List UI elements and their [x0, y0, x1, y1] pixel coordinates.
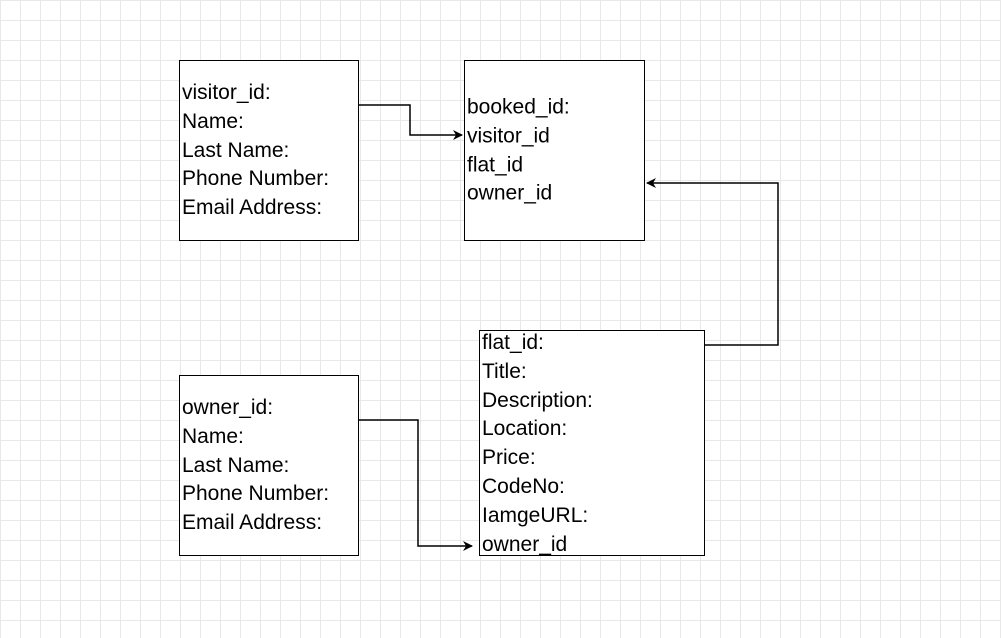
entity-field: Phone Number:	[182, 482, 330, 506]
entity-field: owner_id:	[182, 396, 274, 420]
booking-field-list: booked_id: visitor_id flat_id owner_id	[467, 93, 570, 208]
entity-field: owner_id	[482, 532, 568, 556]
visitor-to-booking-connector[interactable]	[359, 104, 463, 140]
owner-entity-box[interactable]: owner_id: Name: Last Name: Phone Number:…	[179, 375, 359, 556]
entity-field: Name:	[182, 109, 244, 133]
flat-entity-box[interactable]: flat_id: Title: Description: Location: P…	[479, 330, 705, 556]
flat-to-booking-connector[interactable]	[646, 178, 779, 346]
entity-field: booked_id:	[467, 95, 570, 119]
flat-field-list: flat_id: Title: Description: Location: P…	[482, 329, 593, 559]
entity-field: IamgeURL:	[482, 503, 589, 527]
entity-field: owner_id	[467, 181, 553, 205]
entity-field: visitor_id:	[182, 81, 271, 105]
entity-field: Phone Number:	[182, 167, 330, 191]
entity-field: flat_id	[467, 153, 524, 176]
booking-entity-box[interactable]: booked_id: visitor_id flat_id owner_id	[464, 60, 645, 241]
entity-field: flat_id:	[482, 330, 544, 354]
visitor-entity-box[interactable]: visitor_id: Name: Last Name: Phone Numbe…	[179, 60, 359, 241]
entity-field: Email Address:	[182, 511, 323, 535]
owner-field-list: owner_id: Name: Last Name: Phone Number:…	[182, 394, 329, 538]
visitor-field-list: visitor_id: Name: Last Name: Phone Numbe…	[182, 79, 329, 223]
entity-field: Description:	[482, 388, 593, 412]
entity-field: CodeNo:	[482, 474, 565, 498]
entity-field: Last Name:	[182, 138, 290, 162]
entity-field: Title:	[482, 359, 527, 383]
entity-field: visitor_id	[467, 124, 550, 148]
entity-field: Last Name:	[182, 453, 290, 477]
entity-field: Price:	[482, 446, 536, 469]
entity-field: Name:	[182, 424, 244, 448]
entity-field: Location:	[482, 417, 568, 441]
owner-to-flat-connector[interactable]	[359, 419, 473, 551]
entity-field: Email Address:	[182, 196, 323, 220]
